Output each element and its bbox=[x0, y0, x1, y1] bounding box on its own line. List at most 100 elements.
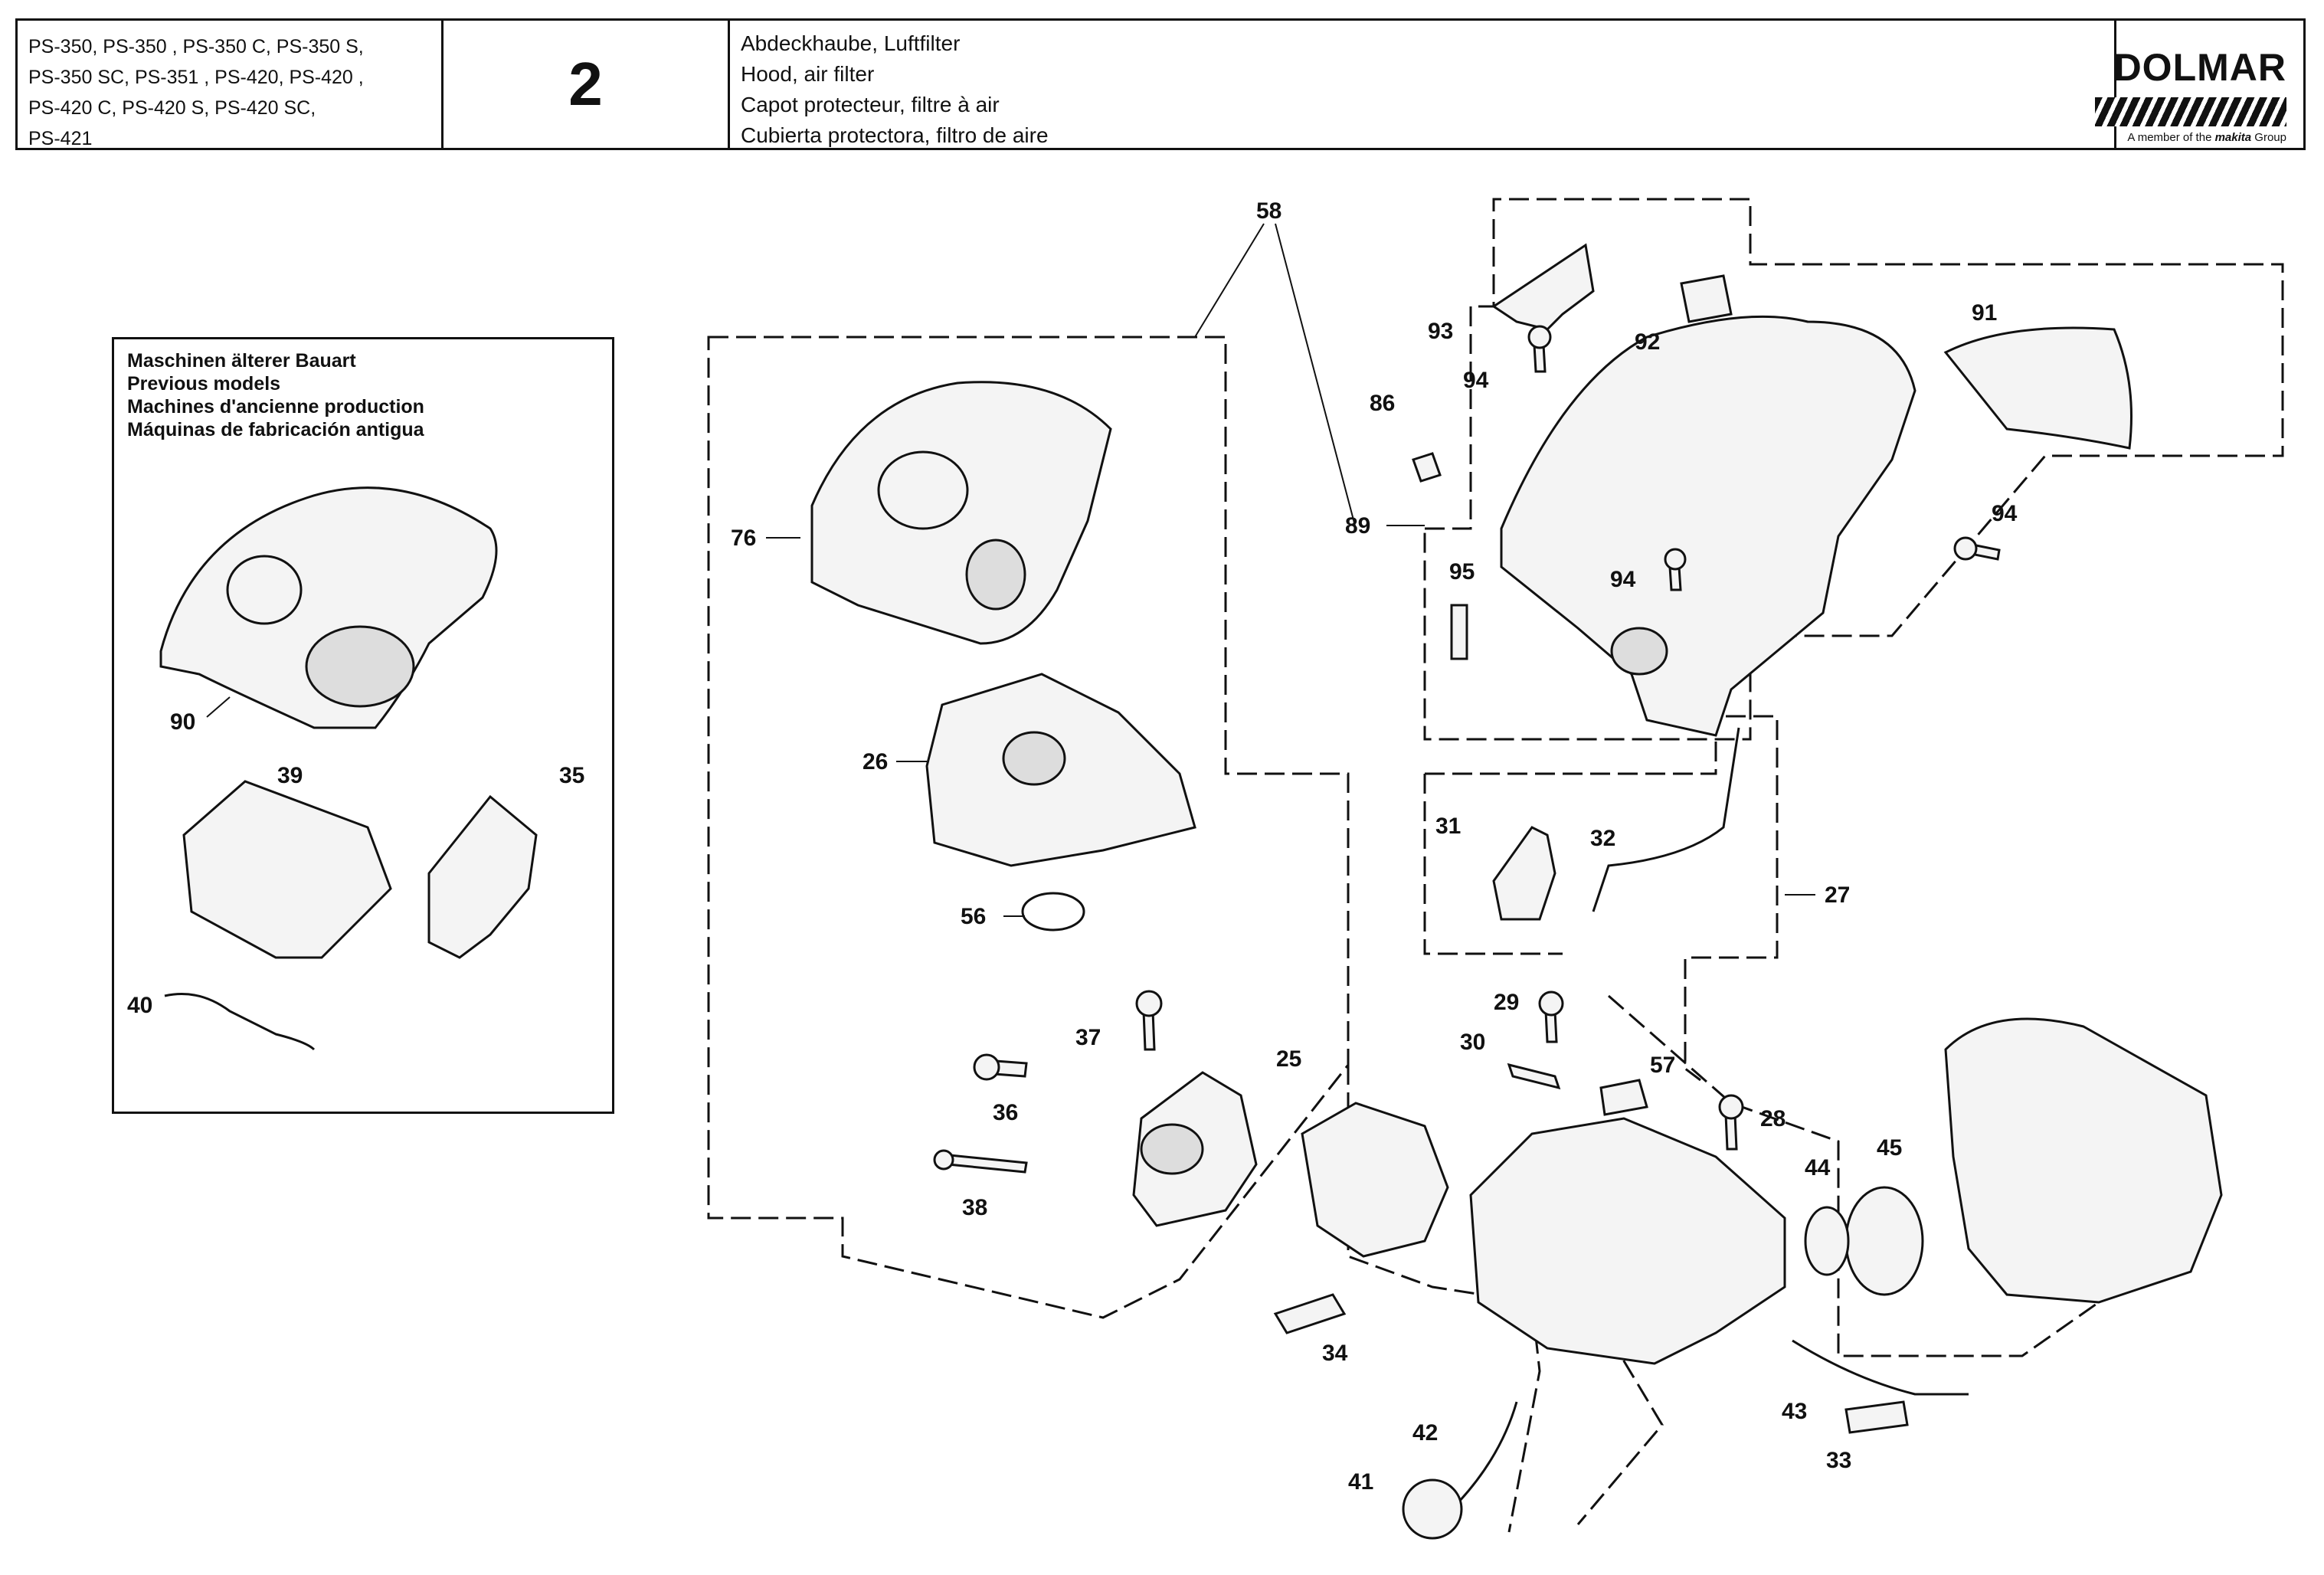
label-95: 95 bbox=[1449, 559, 1475, 584]
lever-34 bbox=[1273, 1293, 1347, 1334]
leader-lines bbox=[206, 223, 1815, 917]
label-57: 57 bbox=[1650, 1053, 1675, 1078]
label-94c: 94 bbox=[1610, 567, 1636, 592]
model-line: PS-421 bbox=[28, 128, 93, 149]
brand-stripes bbox=[2095, 97, 2286, 126]
air-filter-cover-76 bbox=[810, 381, 1112, 645]
model-list: PS-350, PS-350 , PS-350 C, PS-350 S, PS-… bbox=[18, 21, 444, 149]
screw-28 bbox=[1724, 1113, 1738, 1151]
group-58-outline bbox=[707, 336, 1350, 1319]
tagline-prefix: A member of the bbox=[2127, 131, 2212, 144]
bolt-38 bbox=[947, 1154, 1028, 1174]
section-description: Abdeckhaube, Luftfilter Hood, air filter… bbox=[730, 21, 2116, 148]
sleeve-33 bbox=[1844, 1400, 1909, 1434]
throttle-31 bbox=[1492, 826, 1556, 921]
model-line: PS-420 C, PS-420 S, PS-420 SC, bbox=[28, 97, 316, 119]
primer-41 bbox=[1402, 1478, 1463, 1540]
cover-plate-91 bbox=[1943, 326, 2133, 450]
model-line: PS-350 SC, PS-351 , PS-420, PS-420 , bbox=[28, 67, 364, 88]
label-58: 58 bbox=[1256, 198, 1281, 224]
title-block: PS-350, PS-350 , PS-350 C, PS-350 S, PS-… bbox=[15, 18, 2306, 150]
plug-86 bbox=[1412, 452, 1442, 483]
label-43: 43 bbox=[1782, 1399, 1807, 1424]
label-26: 26 bbox=[862, 749, 888, 774]
wedge-57 bbox=[1599, 1079, 1648, 1116]
label-35: 35 bbox=[559, 763, 584, 788]
label-41: 41 bbox=[1348, 1469, 1373, 1495]
screw-94a-head bbox=[1527, 325, 1552, 349]
screw-36-head bbox=[973, 1053, 1000, 1081]
screw-94b-head bbox=[1953, 536, 1978, 561]
label-90: 90 bbox=[170, 709, 195, 735]
label-44: 44 bbox=[1805, 1155, 1831, 1180]
previous-models-title-en: Previous models bbox=[127, 373, 281, 395]
label-94b: 94 bbox=[1992, 501, 2018, 526]
part-labels: 90 39 35 40 58 76 26 56 93 94 92 91 86 8… bbox=[127, 198, 2018, 1495]
label-32: 32 bbox=[1590, 826, 1615, 851]
flange-25-port bbox=[1140, 1123, 1204, 1175]
choke-rod-32 bbox=[1592, 727, 1740, 912]
sticker-92 bbox=[1680, 274, 1733, 323]
carburetor bbox=[1301, 1102, 1449, 1258]
previous-models-title-es: Máquinas de fabricación antigua bbox=[127, 419, 424, 440]
description-de: Abdeckhaube, Luftfilter bbox=[741, 31, 961, 55]
model-line: PS-350, PS-350 , PS-350 C, PS-350 S, bbox=[28, 36, 364, 57]
old-spring-clip bbox=[164, 993, 316, 1051]
brand-name: DOLMAR bbox=[2113, 46, 2286, 89]
cover-76-knob bbox=[877, 450, 969, 530]
hood-89 bbox=[1500, 315, 1916, 737]
old-bracket-part bbox=[427, 794, 538, 959]
crankcase bbox=[1469, 1117, 1786, 1365]
label-31: 31 bbox=[1435, 814, 1461, 839]
filter-26-port bbox=[1002, 731, 1066, 786]
screw-94c-head bbox=[1664, 548, 1687, 571]
label-27: 27 bbox=[1825, 882, 1850, 908]
label-28: 28 bbox=[1760, 1106, 1786, 1131]
label-94a: 94 bbox=[1463, 368, 1489, 393]
old-cover-knob bbox=[226, 555, 303, 625]
page-number: 2 bbox=[444, 21, 730, 148]
old-filter-part bbox=[182, 780, 392, 959]
old-cover-grille bbox=[305, 625, 415, 708]
previous-models-title-fr: Machines d'ancienne production bbox=[127, 396, 424, 417]
brand-logo: DOLMAR A member of the makita Group bbox=[2095, 21, 2303, 148]
tagline-brand: makita bbox=[2214, 131, 2252, 144]
ring-44 bbox=[1804, 1206, 1850, 1276]
spring-30 bbox=[1507, 1063, 1561, 1090]
cover-76-grille bbox=[965, 539, 1026, 611]
label-42: 42 bbox=[1412, 1420, 1438, 1446]
main-parts bbox=[810, 243, 2223, 1540]
group-27-outline bbox=[1423, 715, 1779, 1082]
hose-43 bbox=[1792, 1339, 1969, 1396]
label-36: 36 bbox=[993, 1100, 1018, 1125]
label-89: 89 bbox=[1345, 513, 1370, 539]
cylinder bbox=[1944, 1017, 2223, 1304]
label-38: 38 bbox=[962, 1195, 987, 1220]
hood-89-port bbox=[1610, 627, 1668, 676]
label-30: 30 bbox=[1460, 1030, 1485, 1055]
label-45: 45 bbox=[1877, 1135, 1902, 1161]
group-89-outline bbox=[1423, 198, 2284, 741]
label-91: 91 bbox=[1972, 300, 1997, 326]
fuel-hose-42 bbox=[1458, 1401, 1518, 1503]
screw-29-head bbox=[1538, 991, 1564, 1017]
label-76: 76 bbox=[731, 526, 756, 551]
label-93: 93 bbox=[1428, 319, 1453, 344]
group-outlines bbox=[707, 198, 2284, 1533]
tagline-suffix: Group bbox=[2254, 131, 2286, 144]
screw-28-head bbox=[1718, 1094, 1744, 1120]
description-es: Cubierta protectora, filtro de aire bbox=[741, 123, 1049, 147]
label-39: 39 bbox=[277, 763, 303, 788]
bracket-93 bbox=[1491, 243, 1595, 331]
label-29: 29 bbox=[1494, 990, 1519, 1015]
description-en: Hood, air filter bbox=[741, 62, 875, 86]
oring-56 bbox=[1021, 892, 1085, 932]
leader-58 bbox=[1194, 223, 1357, 529]
label-37: 37 bbox=[1075, 1025, 1101, 1050]
leader-90 bbox=[206, 696, 231, 718]
label-86: 86 bbox=[1370, 391, 1395, 416]
previous-model-parts bbox=[159, 486, 538, 1051]
previous-models-title: Maschinen älterer Bauart Previous models… bbox=[127, 349, 424, 441]
intake-45 bbox=[1844, 1186, 1924, 1296]
